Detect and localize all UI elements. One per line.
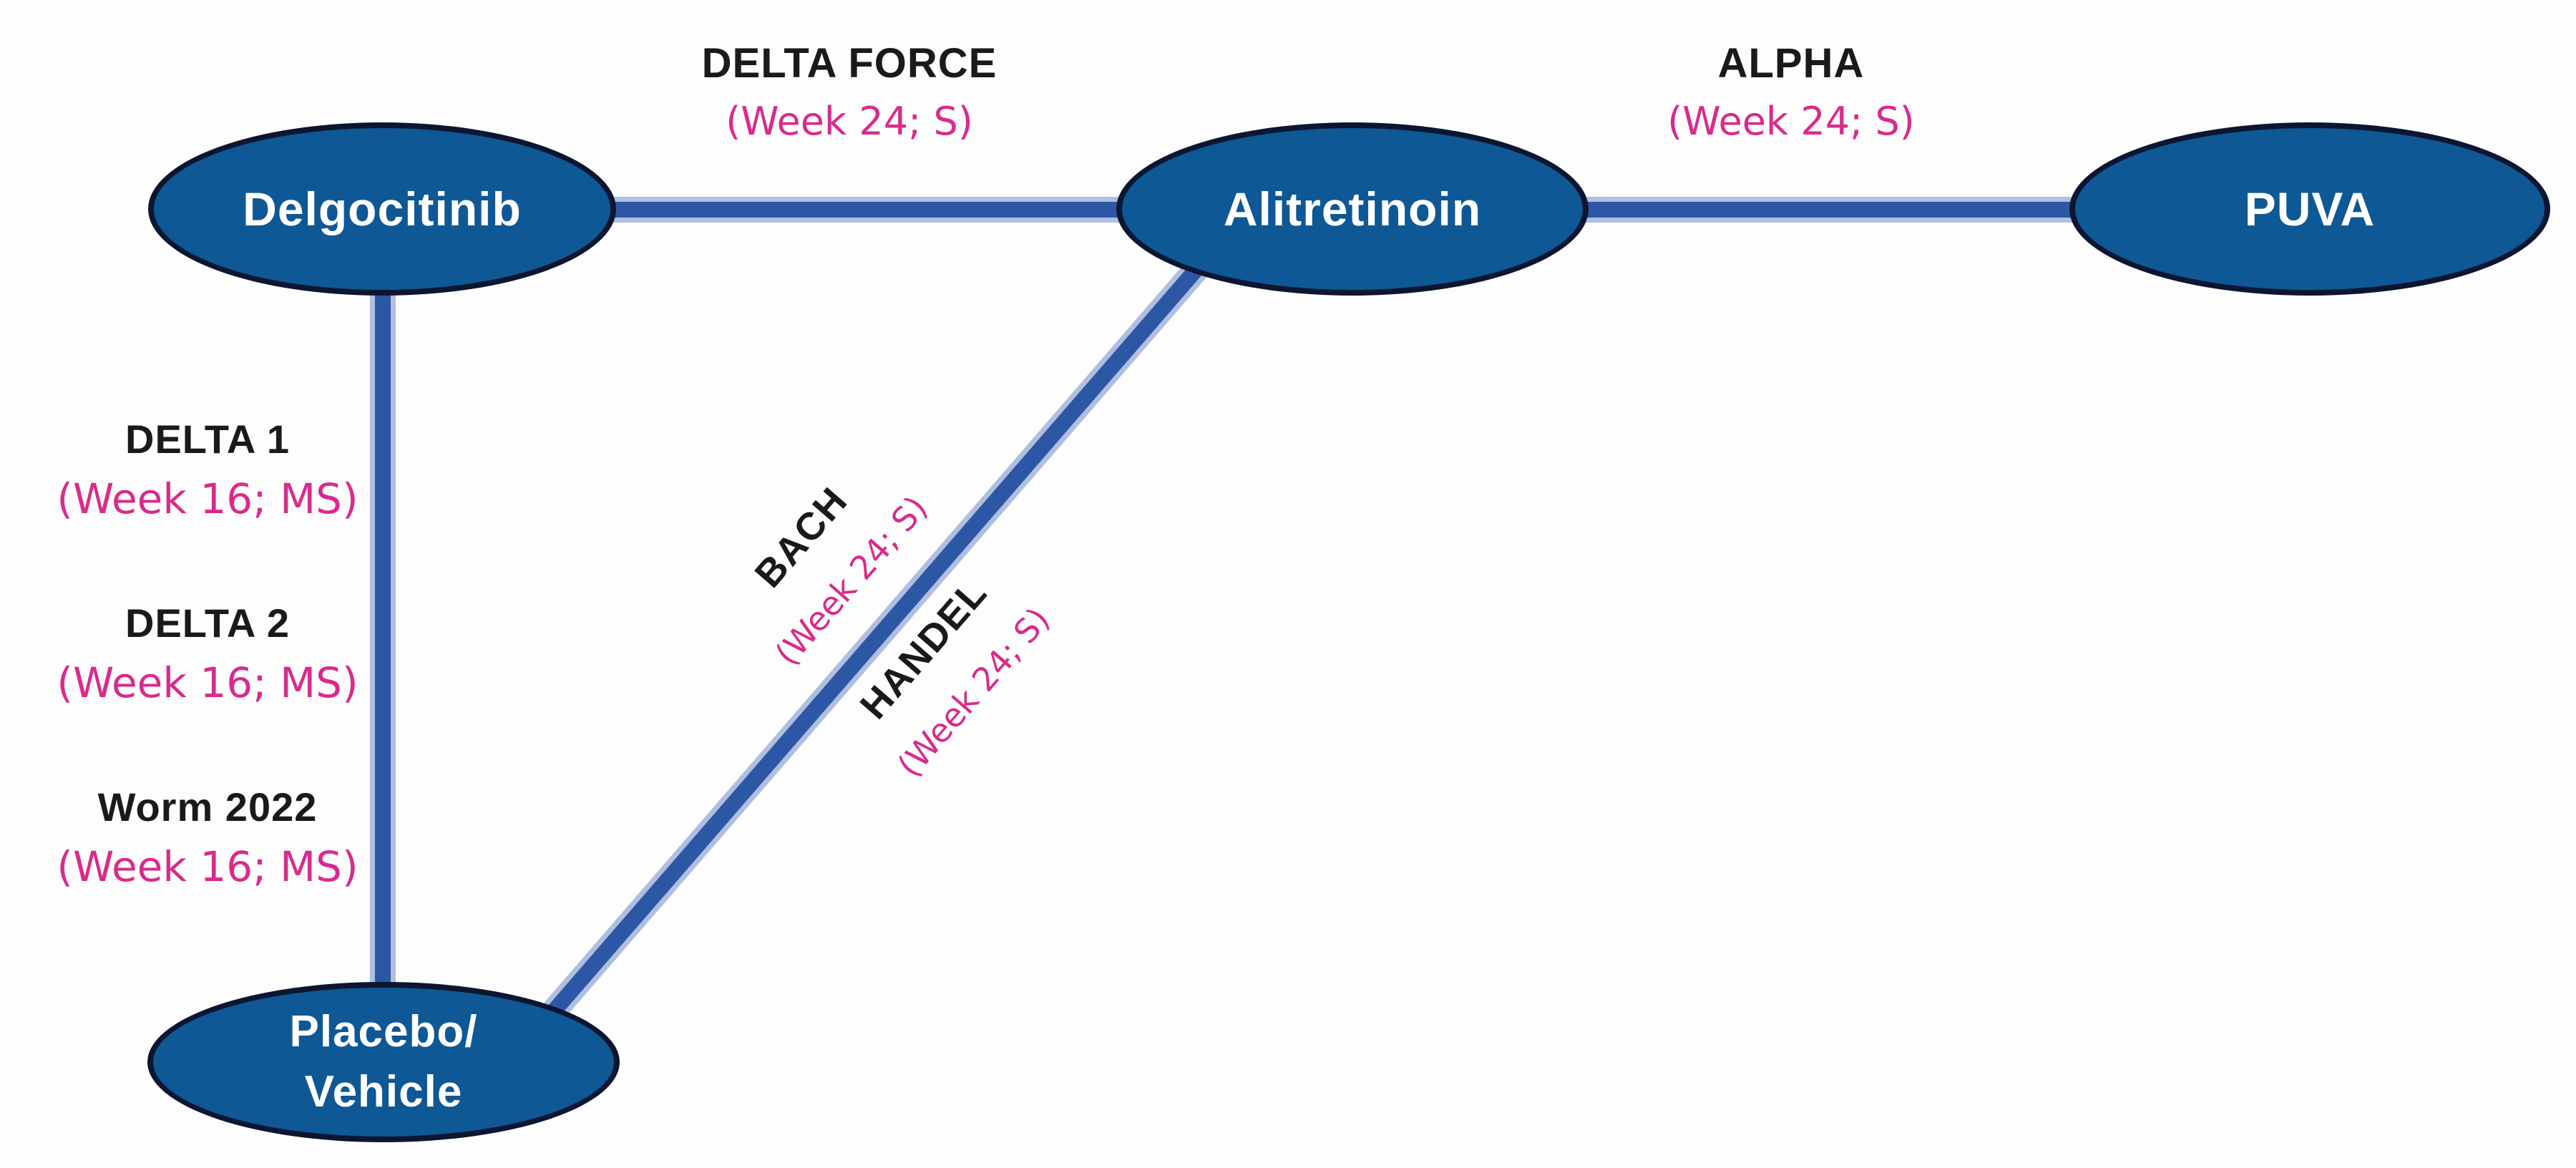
node-delgocitinib: Delgocitinib: [148, 122, 616, 296]
study-detail-worm-2022: (Week 16; MS): [57, 842, 358, 891]
node-puva-label: PUVA: [2244, 182, 2376, 235]
study-group-worm-2022: Worm 2022 (Week 16; MS): [57, 777, 358, 896]
study-detail-delta-force: (Week 24; S): [726, 99, 973, 144]
study-group-delta-2: DELTA 2 (Week 16; MS): [57, 593, 358, 712]
study-group-delta-1: DELTA 1 (Week 16; MS): [57, 409, 358, 528]
node-alitretinoin: Alitretinoin: [1116, 122, 1589, 296]
study-detail-delta-2: (Week 16; MS): [57, 658, 358, 707]
edge-label-delta-force: DELTA FORCE (Week 24; S): [617, 34, 1082, 150]
study-name-delta-2: DELTA 2: [125, 600, 290, 646]
study-detail-delta-1: (Week 16; MS): [57, 474, 358, 523]
edge-label-delgocitinib-placebo-studies: DELTA 1 (Week 16; MS) DELTA 2 (Week 16; …: [21, 409, 394, 961]
node-placebo-vehicle: Placebo/ Vehicle: [147, 982, 620, 1142]
study-name-alpha: ALPHA: [1717, 40, 1865, 87]
edge-placebo-alitretinoin: [519, 238, 1226, 1048]
study-name-delta-force: DELTA FORCE: [701, 40, 997, 87]
study-name-delta-1: DELTA 1: [125, 417, 290, 462]
edge-label-alpha: ALPHA (Week 24; S): [1558, 34, 2024, 150]
study-detail-alpha: (Week 24; S): [1667, 99, 1915, 144]
node-alitretinoin-label: Alitretinoin: [1223, 182, 1482, 235]
node-delgocitinib-label: Delgocitinib: [243, 182, 522, 235]
study-name-worm-2022: Worm 2022: [97, 784, 318, 829]
node-placebo-vehicle-label-line1: Placebo/: [289, 1007, 478, 1056]
node-puva: PUVA: [2069, 122, 2550, 296]
node-placebo-vehicle-label-line2: Vehicle: [304, 1067, 463, 1116]
